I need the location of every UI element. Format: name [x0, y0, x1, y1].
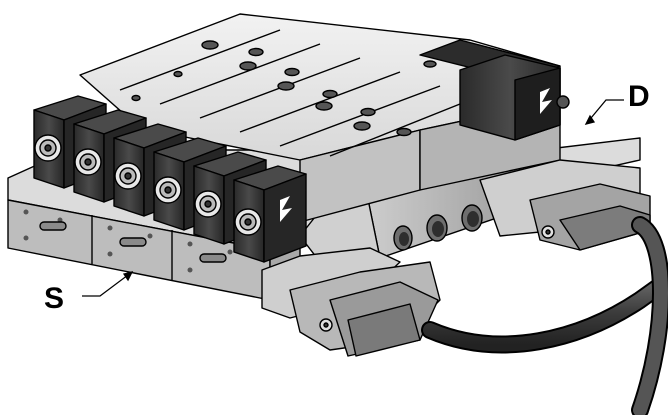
brand-logo-icon [540, 88, 552, 114]
solenoid-row [33, 95, 307, 263]
solenoid-6 [233, 165, 307, 263]
leader-s [82, 271, 133, 297]
rear-solenoid-stack [419, 39, 570, 141]
knurled-knob-icon [194, 190, 222, 218]
connector-plug-icon [529, 183, 651, 251]
knurled-knob-icon [34, 134, 62, 162]
cables [421, 216, 668, 419]
knurled-knob-icon [154, 176, 182, 204]
callout-label-d: D [628, 80, 650, 113]
rear-connector [479, 159, 651, 251]
brand-logo-icon [280, 196, 292, 222]
connector-plug-icon [329, 281, 439, 357]
callout-label-s: S [44, 282, 65, 315]
knurled-knob-icon [74, 148, 102, 176]
knurled-knob-icon [234, 208, 262, 236]
knurled-knob-icon [114, 162, 142, 190]
leader-d [585, 99, 624, 125]
front-connector [261, 247, 441, 357]
callout-leaders [82, 99, 624, 297]
